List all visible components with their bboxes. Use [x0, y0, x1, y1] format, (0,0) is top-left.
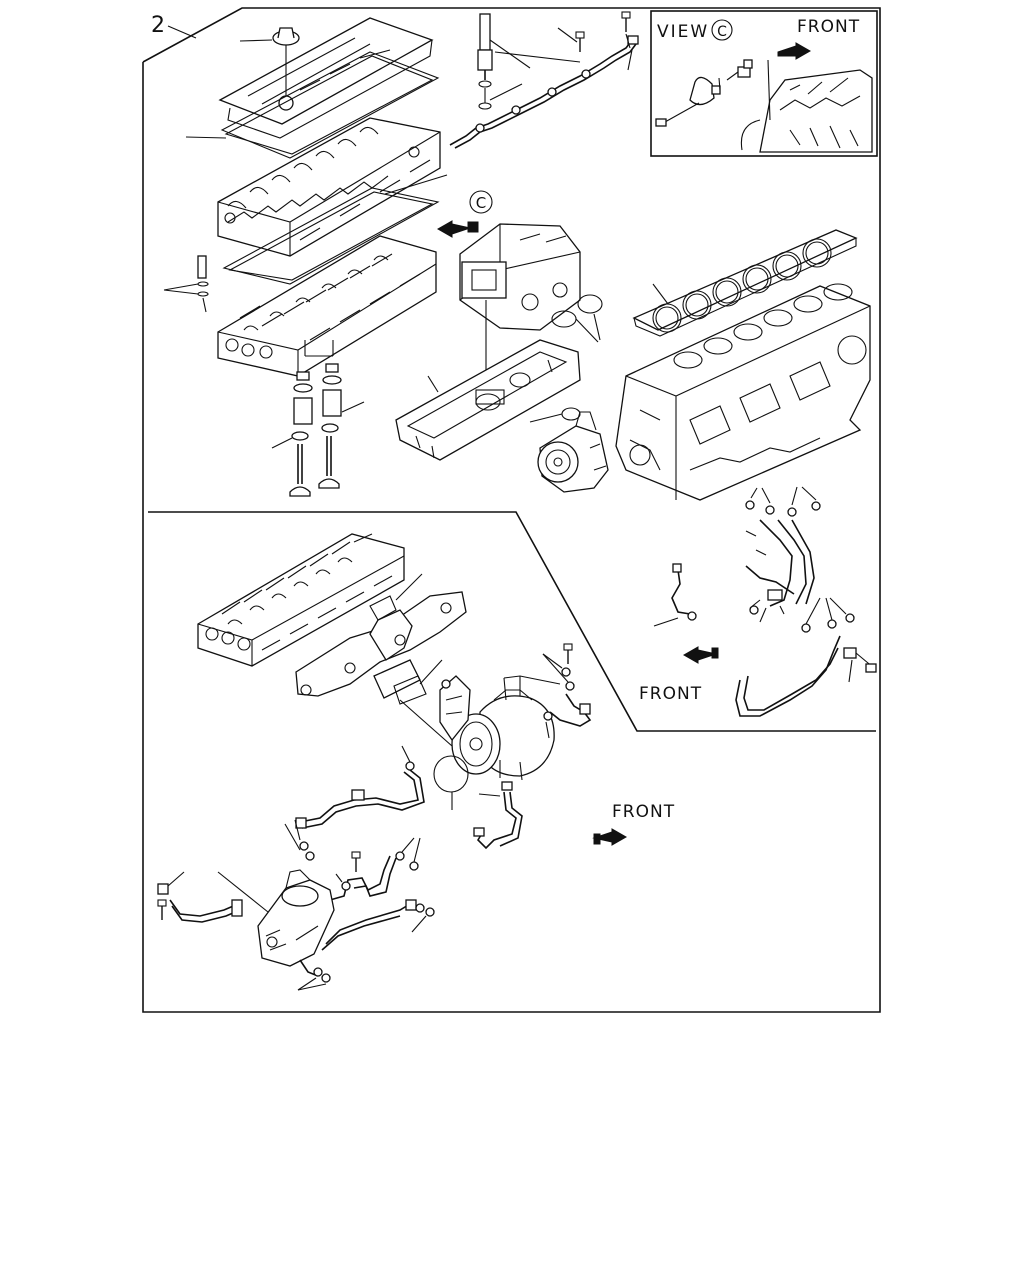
inset-front-label: FRONT: [797, 17, 860, 37]
asterisk-marker-icon: [594, 343, 608, 357]
asterisk-marker-icon: [185, 861, 199, 875]
asterisk-marker-icon: [464, 784, 478, 798]
direction-arrow-icon: [777, 42, 812, 60]
item-number-callout: 2: [151, 13, 197, 39]
asterisk-marker-icon: [423, 562, 437, 576]
rocker-housing: [217, 117, 441, 257]
asterisk-marker-icon: [149, 283, 163, 297]
asterisk-marker-icon: [225, 34, 239, 48]
diagram-frame: [142, 7, 881, 1013]
asterisk-marker-icon: [413, 364, 427, 378]
asterisk-marker-icon: [448, 165, 462, 179]
asterisk-marker-icon: [561, 51, 575, 65]
direction-arrow-icon: [682, 646, 718, 664]
asterisk-marker-icon: [412, 823, 426, 837]
asterisk-marker-icon: [280, 809, 294, 823]
inset-view-label: VIEW: [657, 22, 709, 42]
front-label-right: FRONT: [639, 684, 702, 704]
turbocharger: [433, 642, 592, 850]
view-c-reference: C: [384, 165, 493, 238]
thermostat-housing: [459, 223, 608, 390]
asterisk-marker-icon: [751, 623, 765, 637]
section-view-letter: C: [476, 194, 486, 212]
asterisk-marker-icon: [639, 621, 653, 635]
front-label-lower: FRONT: [612, 802, 675, 822]
exhaust-manifold: [295, 562, 467, 747]
direction-arrow-icon: [592, 828, 628, 846]
asterisk-marker-icon: [712, 63, 726, 77]
head-gasket: [632, 229, 858, 337]
inset-view-letter: C: [717, 24, 727, 40]
asterisk-marker-icon: [741, 543, 755, 557]
front-indicator-lower: FRONT: [592, 802, 675, 846]
asterisk-marker-icon: [257, 445, 271, 459]
asterisk-marker-icon: [638, 272, 652, 286]
oil-pipe-group-right: FRONT: [639, 472, 877, 717]
asterisk-marker-icon: [365, 394, 379, 408]
valve-part: [289, 443, 311, 497]
valves-and-springs: [257, 340, 379, 497]
direction-arrow-icon: [436, 220, 472, 238]
item-number: 2: [151, 13, 165, 38]
intake-cover: [395, 339, 581, 461]
injector-and-fuel-rail: [449, 11, 639, 149]
asterisk-marker-icon: [731, 524, 745, 538]
cylinder-head: [149, 235, 437, 377]
section-divider: [148, 511, 876, 732]
asterisk-marker-icon: [387, 734, 401, 748]
asterisk-marker-icon: [792, 472, 806, 486]
asterisk-marker-icon: [445, 811, 459, 825]
circled-letter-icon: [469, 190, 493, 214]
bolt-part: [351, 851, 361, 873]
bolt-part: [157, 899, 167, 921]
bolt-part: [621, 11, 631, 33]
view-inset: VIEW C FRONT: [650, 10, 878, 157]
asterisk-marker-icon: [817, 583, 831, 597]
bolt-part: [563, 643, 573, 665]
asterisk-marker-icon: [521, 69, 535, 83]
valve-cover-gasket: [171, 51, 440, 159]
asterisk-marker-icon: [528, 642, 542, 656]
engine-block: [615, 283, 871, 501]
asterisk-marker-icon: [543, 15, 557, 29]
cylinder-head-lower: [197, 533, 405, 667]
bolt-part: [575, 31, 585, 53]
asterisk-marker-icon: [842, 683, 856, 697]
asterisk-marker-icon: [400, 931, 414, 945]
rocker-lower-gasket: [222, 187, 440, 285]
asterisk-marker-icon: [443, 648, 457, 662]
water-pump: [515, 407, 609, 493]
asterisk-marker-icon: [678, 53, 692, 67]
asterisk-marker-icon: [321, 863, 335, 877]
circled-letter-icon: [711, 19, 733, 41]
asterisk-marker-icon: [283, 987, 297, 1001]
asterisk-marker-icon: [171, 130, 185, 144]
valve-part: [318, 435, 340, 489]
asterisk-marker-icon: [515, 419, 529, 433]
coolant-pipes-lower: [157, 734, 435, 1001]
asterisk-marker-icon: [619, 71, 633, 85]
